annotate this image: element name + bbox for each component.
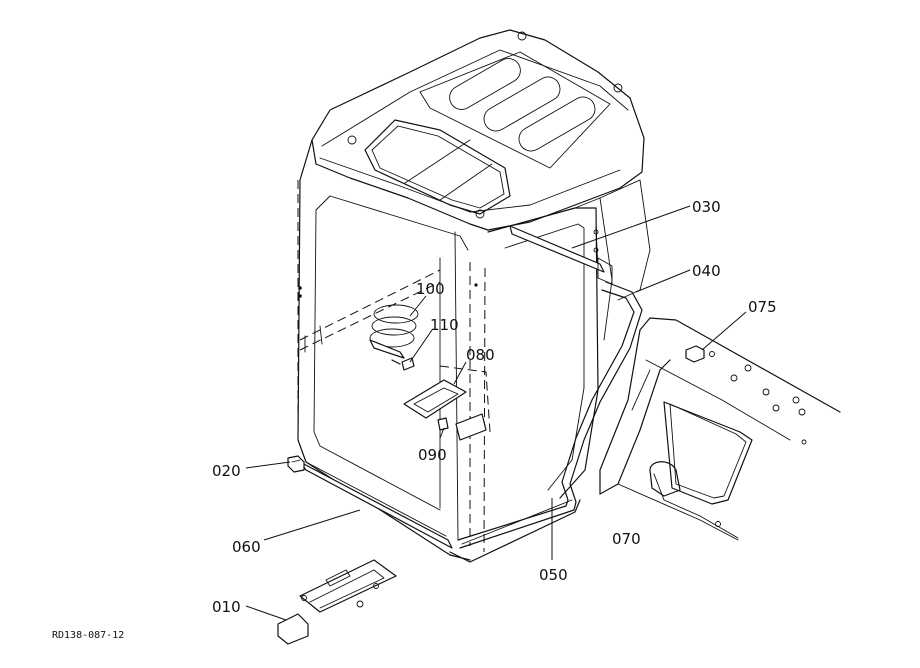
- callout-090: 090: [418, 446, 447, 464]
- part-075-block: [685, 345, 705, 363]
- part-100-holder: [369, 304, 419, 359]
- callout-080: 080: [466, 346, 495, 364]
- callout-020: 020: [212, 462, 241, 480]
- callout-075: 075: [748, 298, 777, 316]
- callout-040: 040: [692, 262, 721, 280]
- callout-100: 100: [416, 280, 445, 298]
- part-110-bolt: [391, 357, 415, 371]
- part-010-bracket: [277, 559, 397, 645]
- part-060-strip: [299, 461, 453, 549]
- callout-labels: 010 020 030 040 050 060 070 075 080 090 …: [52, 198, 777, 641]
- callout-070: 070: [612, 530, 641, 548]
- drawing-code: RD138-087-12: [52, 630, 124, 641]
- callout-030: 030: [692, 198, 721, 216]
- part-020-clip: [287, 455, 305, 473]
- part-090-screw: [437, 417, 449, 431]
- callout-060: 060: [232, 538, 261, 556]
- callout-010: 010: [212, 598, 241, 616]
- cab-frame: [297, 29, 651, 563]
- part-070-deck: [599, 317, 841, 541]
- part-080-panel: [403, 365, 491, 441]
- callout-050: 050: [539, 566, 568, 584]
- leader-lines: [245, 205, 747, 621]
- callout-110: 110: [430, 316, 459, 334]
- part-050-seal: [457, 281, 643, 549]
